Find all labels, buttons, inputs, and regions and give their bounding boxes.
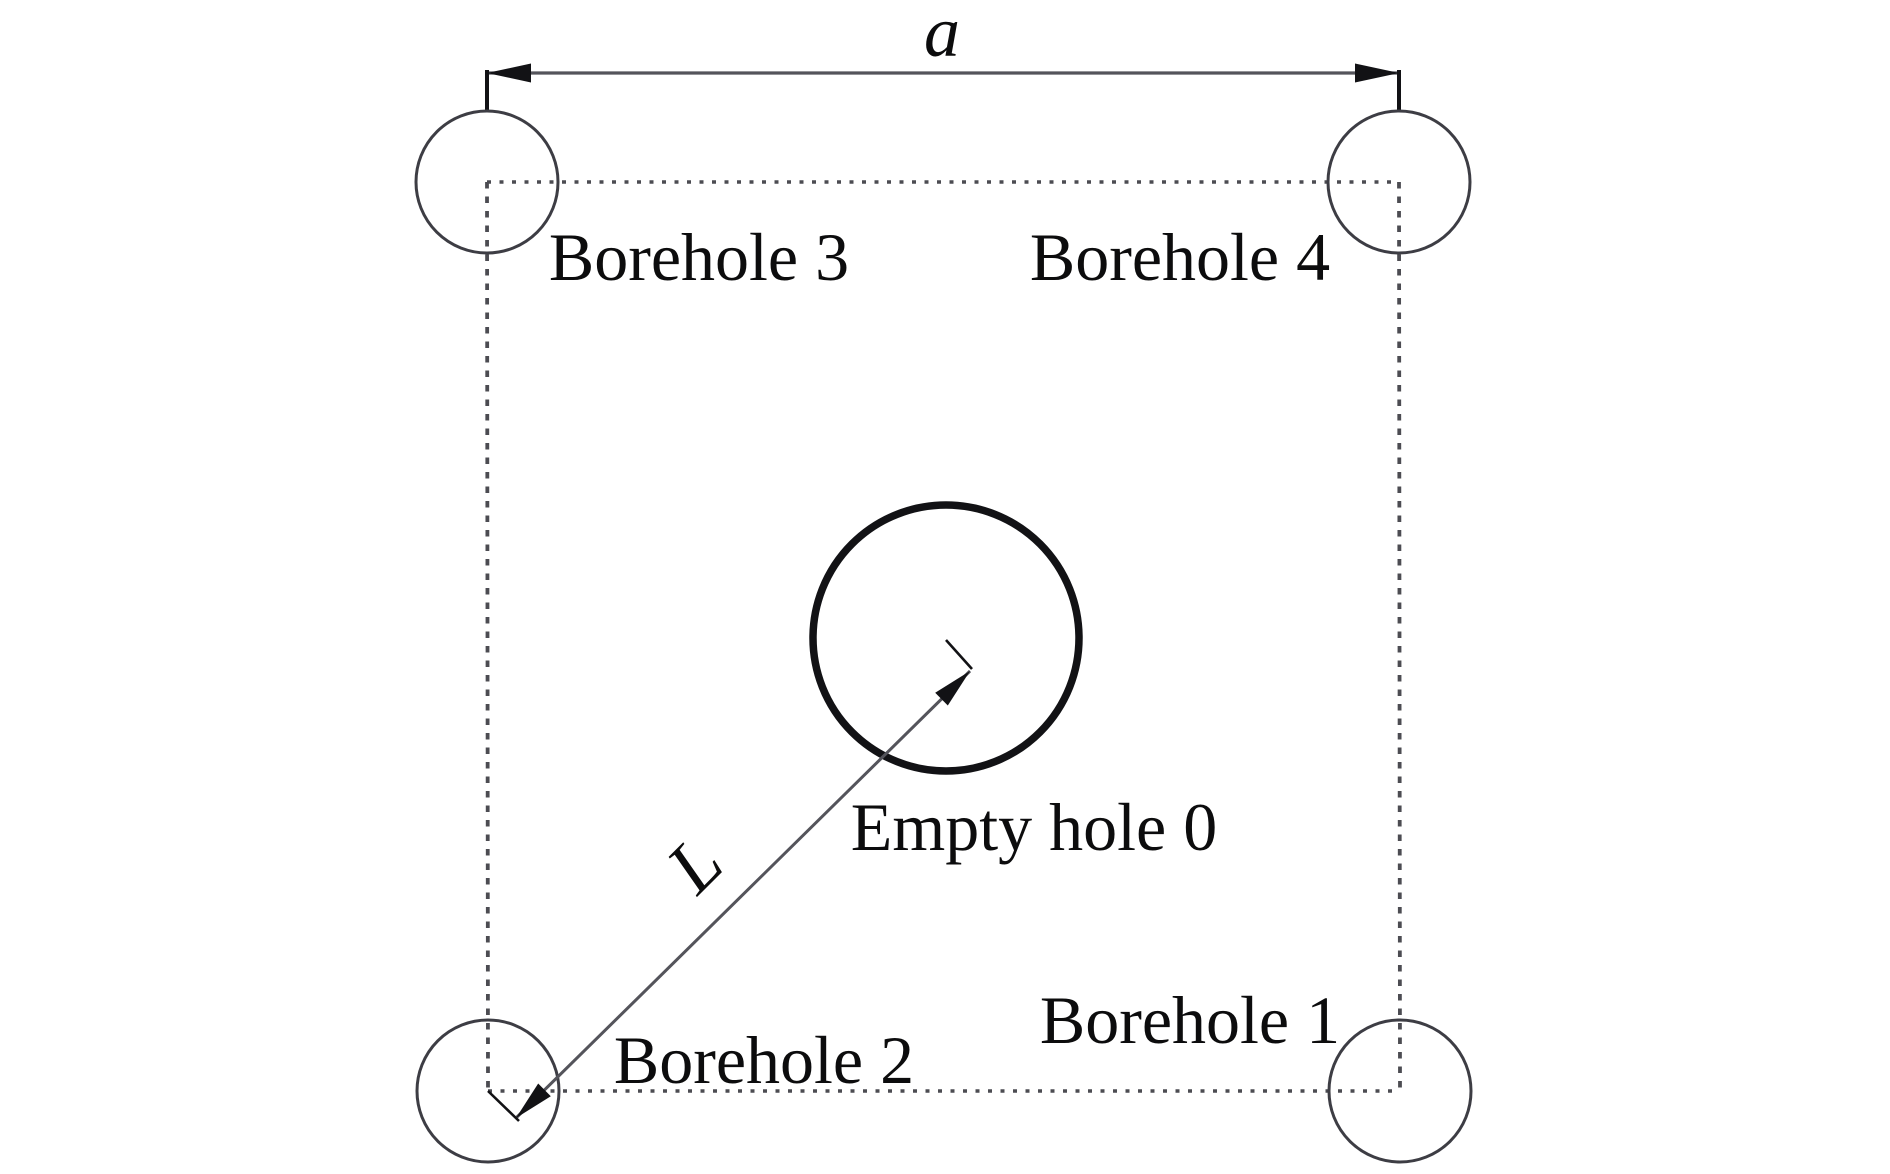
spacing-dimension-a: a [485,0,1401,112]
dimension-l-emptyhole-leader-hook [945,639,973,670]
distance-dimension-label: L [651,821,739,909]
borehole-3-label: Borehole 3 [549,219,849,295]
dimension-a-left-arrowhead-icon [487,63,531,83]
borehole-3-circle [414,109,560,255]
empty-hole-0-label: Empty hole 0 [851,789,1217,865]
spacing-dimension-label: a [924,0,960,72]
dimension-l-borehole2-leader-hook [487,1090,520,1122]
borehole-1-circle [1327,1018,1473,1164]
borehole-1-label: Borehole 1 [1040,982,1340,1058]
borehole-2-label: Borehole 2 [614,1022,914,1098]
dimension-l-line [514,669,972,1120]
square-right-edge [1397,181,1402,1092]
dimension-a-right-arrowhead-icon [1355,63,1399,83]
dimension-l-bottom-arrowhead-icon [516,1083,551,1118]
borehole-4-circle [1326,109,1472,255]
blast-pattern-square [485,180,1402,1093]
square-left-edge [485,181,490,1092]
borehole-2-circle [415,1018,561,1164]
dimension-l-top-arrowhead-icon [935,671,970,706]
empty-hole-0-circle [809,501,1083,775]
borehole-4-label: Borehole 4 [1030,219,1330,295]
